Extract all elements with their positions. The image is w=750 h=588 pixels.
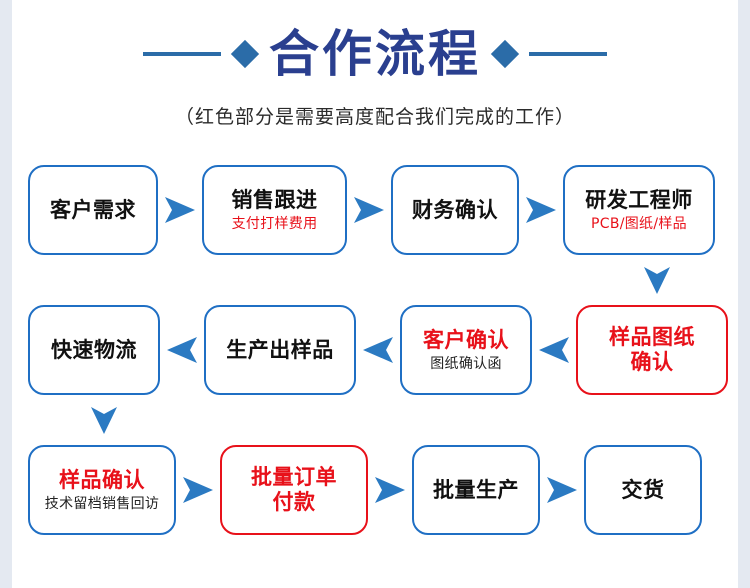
flow-node-bulk-order-payment[interactable]: 批量订单 付款 (220, 445, 368, 535)
arrow-right-icon (368, 475, 412, 505)
arrow-left-icon (160, 335, 204, 365)
flow-node-sample-confirmation[interactable]: 样品确认 技术留档销售回访 (28, 445, 176, 535)
flow-node-fast-logistics[interactable]: 快速物流 (28, 305, 160, 395)
arrow-left-icon (532, 335, 576, 365)
flow-node-mass-production[interactable]: 批量生产 (412, 445, 540, 535)
left-diamond-icon (230, 39, 260, 69)
flow-row-1: 客户需求 销售跟进 支付打样费用 财务确认 (12, 160, 738, 260)
right-rule-decoration (529, 52, 607, 56)
arrow-right-icon (176, 475, 220, 505)
arrow-right-icon (519, 195, 563, 225)
flow-node-title: 财务确认 (412, 197, 498, 222)
flow-diagram: 客户需求 销售跟进 支付打样费用 财务确认 (12, 160, 738, 540)
flow-node-title: 批量订单 付款 (251, 465, 337, 514)
flow-node-title: 客户确认 (423, 327, 509, 352)
arrow-right-icon (347, 195, 391, 225)
flow-node-rd-engineer[interactable]: 研发工程师 PCB/图纸/样品 (563, 165, 715, 255)
flow-node-finance-confirmation[interactable]: 财务确认 (391, 165, 519, 255)
connector-row2-row3 (12, 400, 738, 440)
arrow-left-icon (356, 335, 400, 365)
flow-node-sample-drawing-confirmation[interactable]: 样品图纸 确认 (576, 305, 728, 395)
page-subtitle: （红色部分是需要高度配合我们完成的工作） (174, 106, 575, 128)
flow-node-subtitle: 图纸确认函 (430, 355, 502, 372)
title-row: 合作流程 (12, 18, 738, 90)
flow-node-title: 样品图纸 确认 (609, 325, 695, 374)
left-rule-decoration (143, 52, 221, 56)
flow-node-sales-followup[interactable]: 销售跟进 支付打样费用 (202, 165, 347, 255)
flow-node-title: 批量生产 (433, 477, 519, 502)
arrow-right-icon (158, 195, 202, 225)
flow-node-subtitle: PCB/图纸/样品 (591, 215, 687, 232)
flow-node-title: 客户需求 (50, 197, 136, 222)
right-diamond-icon (490, 39, 520, 69)
page-title: 合作流程 (269, 25, 481, 83)
arrow-right-icon (540, 475, 584, 505)
flow-node-subtitle: 技术留档销售回访 (44, 495, 160, 512)
flow-node-title: 生产出样品 (226, 337, 334, 362)
flow-node-delivery[interactable]: 交货 (584, 445, 702, 535)
flow-node-produce-sample[interactable]: 生产出样品 (204, 305, 356, 395)
connector-row1-row2 (12, 260, 738, 300)
header: 合作流程 （红色部分是需要高度配合我们完成的工作） (12, 18, 738, 129)
arrow-down-icon (642, 264, 672, 296)
flow-node-title: 快速物流 (51, 337, 137, 362)
flow-node-subtitle: 支付打样费用 (231, 215, 318, 232)
flow-row-3: 样品确认 技术留档销售回访 批量订单 付款 批量生产 (12, 440, 738, 540)
right-edge-strip (738, 0, 750, 588)
flow-node-title: 交货 (621, 477, 665, 502)
flow-node-customer-requirement[interactable]: 客户需求 (28, 165, 158, 255)
flow-node-customer-confirmation[interactable]: 客户确认 图纸确认函 (400, 305, 532, 395)
arrow-down-icon (89, 404, 119, 436)
flow-node-title: 样品确认 (59, 467, 145, 492)
left-edge-strip (0, 0, 12, 588)
flow-node-title: 销售跟进 (231, 187, 318, 212)
flow-row-2: 快速物流 生产出样品 客户确认 图纸确认函 (12, 300, 738, 400)
flow-node-title: 研发工程师 (585, 187, 693, 212)
